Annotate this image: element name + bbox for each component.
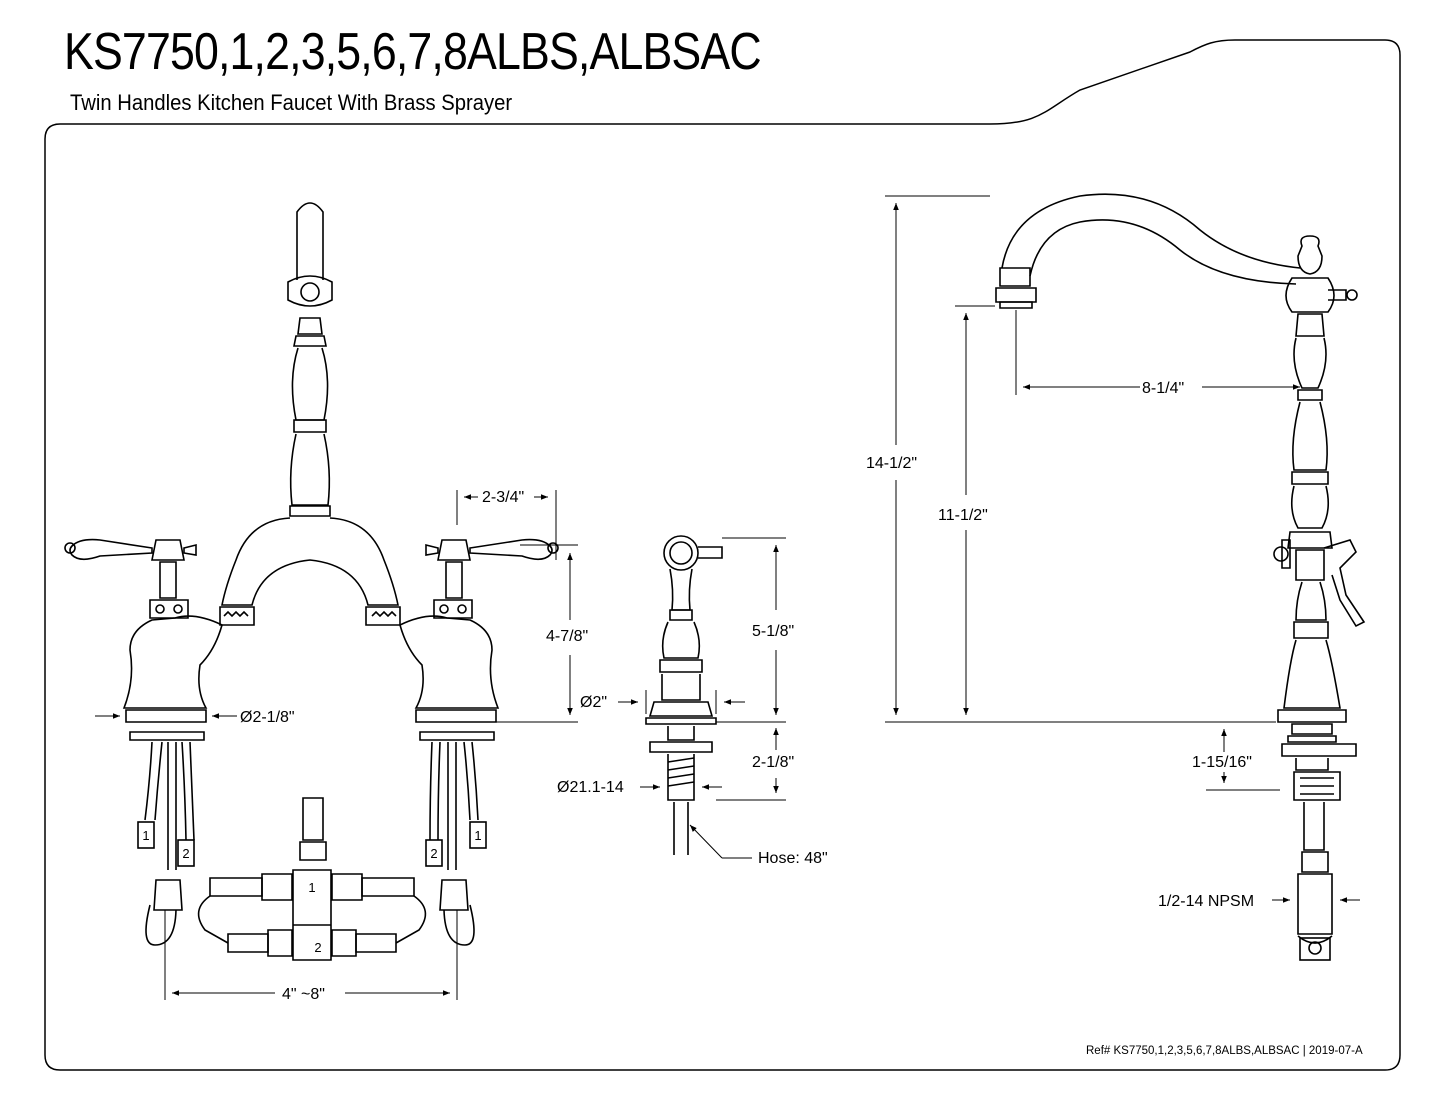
tube-label-right-2: 2 xyxy=(430,846,437,861)
dim-handle-height: 4-7/8" xyxy=(546,628,588,645)
dim-sprayer-thread: Ø21.1-14 xyxy=(557,779,624,796)
diverter-label-2: 2 xyxy=(314,940,321,955)
side-view xyxy=(995,193,1366,961)
drawing-frame xyxy=(44,39,1401,1071)
dim-sprayer-diameter: Ø2" xyxy=(580,694,607,711)
front-dimension-lines xyxy=(95,490,578,1000)
sprayer-dimension-lines xyxy=(618,537,786,859)
front-dimension-labels: 2-3/4" 4-7/8" Ø2-1/8" 4" ~8" xyxy=(240,489,588,1003)
product-description: Twin Handles Kitchen Faucet With Brass S… xyxy=(70,90,513,115)
dim-centers: 4" ~8" xyxy=(282,986,325,1003)
dim-shank-length: 1-15/16" xyxy=(1192,754,1252,771)
tube-label-left-1: 1 xyxy=(142,828,149,843)
dim-handle-spacing: 2-3/4" xyxy=(482,489,524,506)
hose-number-labels: 1 2 2 1 1 2 xyxy=(142,828,481,955)
tube-label-right-1: 1 xyxy=(474,828,481,843)
dim-overall-height: 14-1/2" xyxy=(866,455,917,472)
side-dimension-lines xyxy=(885,195,1360,903)
dim-spout-height: 11-1/2" xyxy=(938,507,988,524)
tube-label-left-2: 2 xyxy=(182,846,189,861)
dim-sprayer-height: 5-1/8" xyxy=(752,623,794,640)
side-dimension-labels: 14-1/2" 11-1/2" 8-1/4" 1-15/16" 1/2-14 N… xyxy=(866,380,1254,910)
diverter-label-1: 1 xyxy=(308,880,315,895)
sprayer-view xyxy=(645,535,723,855)
dim-inlet-thread: 1/2-14 NPSM xyxy=(1158,893,1254,910)
dim-hose-length: Hose: 48" xyxy=(758,850,828,867)
sprayer-dimension-labels: 5-1/8" Ø2" 2-1/8" Ø21.1-14 Hose: 48" xyxy=(557,623,828,867)
dim-base-diameter: Ø2-1/8" xyxy=(240,709,295,726)
dim-spout-reach: 8-1/4" xyxy=(1142,380,1184,397)
dim-sprayer-shank: 2-1/8" xyxy=(752,754,794,771)
reference-footer: Ref# KS7750,1,2,3,5,6,7,8ALBS,ALBSAC | 2… xyxy=(1086,1045,1363,1057)
front-view xyxy=(64,202,559,961)
model-title: KS7750,1,2,3,5,6,7,8ALBS,ALBSAC xyxy=(64,23,762,81)
